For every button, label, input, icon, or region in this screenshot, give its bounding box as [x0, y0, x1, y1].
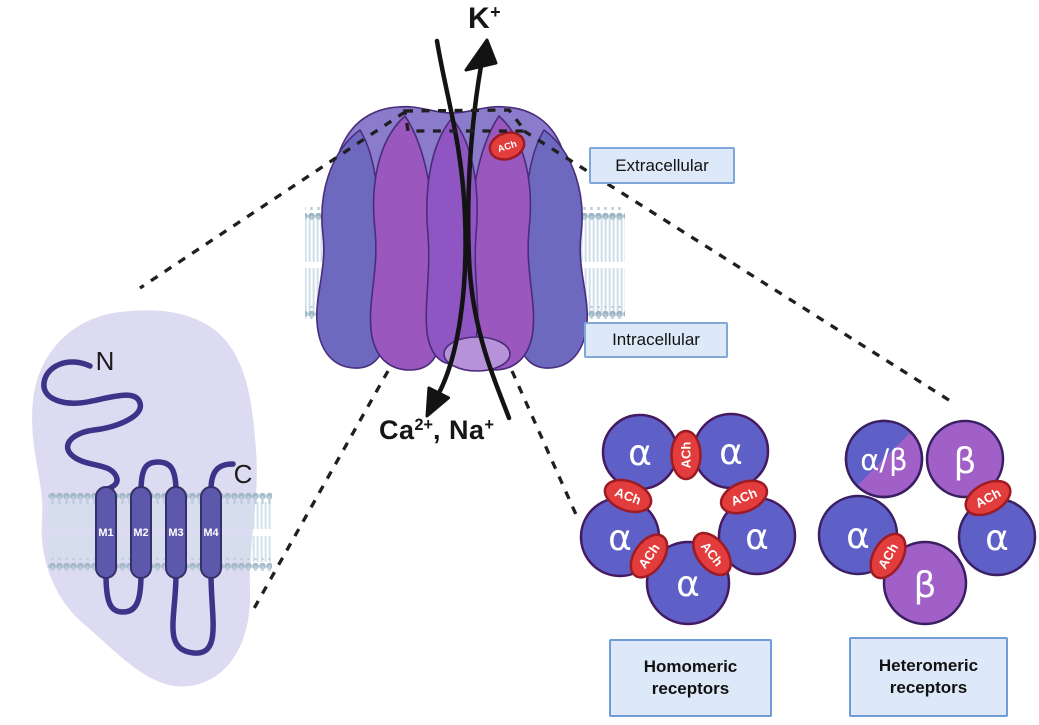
influx-ions-label: Ca2+, Na+: [379, 415, 494, 446]
homomeric-ach-site: ACh: [629, 533, 669, 579]
sodium-calcium-influx-arrow: [434, 38, 468, 396]
extracellular-text: Extracellular: [615, 155, 709, 175]
heteromeric-beta-top-right: [925, 419, 1005, 499]
heteromeric-receptor: α/β β α α β ACh ACh: [817, 419, 1037, 626]
ach-site-label: ACh: [679, 442, 694, 469]
homomeric-subunit-label: α: [628, 433, 652, 474]
n-terminal-chain: [41, 359, 144, 493]
ion-flow-arrows: [425, 38, 512, 421]
intracellular-label: Intracellular: [584, 322, 728, 358]
potassium-symbol: K: [468, 2, 491, 35]
homomeric-caption-line2: receptors: [651, 679, 730, 698]
homomeric-ach-site: ACh: [603, 478, 653, 514]
calcium-charge: 2+: [414, 416, 433, 435]
heteromeric-ach-site: ACh: [964, 479, 1012, 517]
m2-m3-loop: [138, 459, 179, 495]
ion-separator: ,: [432, 415, 449, 445]
segment-label-m2: M2: [133, 527, 148, 539]
homomeric-ach-site: ACh: [670, 429, 702, 481]
heteromeric-subunit-label: β: [914, 565, 937, 606]
segment-label-m3: M3: [168, 527, 183, 539]
heteromeric-beta-bottom: [882, 540, 968, 626]
heteromeric-subunit-label: α/β: [860, 443, 907, 477]
heteromeric-subunit-label: α: [985, 518, 1009, 559]
homomeric-receptor: α α α α α ACh ACh ACh ACh AC: [579, 412, 797, 626]
homomeric-subunit-label: α: [719, 432, 743, 473]
segment-label-m4: M4: [203, 527, 219, 539]
homomeric-subunit-label: α: [608, 518, 632, 559]
sodium-symbol: Na: [449, 415, 485, 445]
homomeric-subunit-label: α: [676, 564, 700, 605]
zoom-region-outline: [403, 108, 529, 133]
receptor-ach-ligand: ACh: [488, 131, 526, 161]
heteromeric-subunit-label: α: [846, 516, 870, 557]
c-terminal-chain: [208, 461, 236, 493]
zoom-line-to-homomeric: [510, 370, 580, 520]
heteromeric-caption-line2: receptors: [889, 678, 968, 697]
heteromeric-ach-site: ACh: [869, 532, 907, 580]
influx-arrowhead: [425, 386, 450, 418]
zoom-line-to-subunit-top: [139, 110, 406, 290]
nachr-channel: [315, 105, 589, 372]
n-terminus-label: N: [96, 346, 115, 376]
subunit-topology-panel: M1 M2 M3 M4 N C: [32, 310, 272, 687]
segment-label-m1: M1: [98, 527, 113, 539]
potassium-charge: +: [490, 2, 501, 23]
heteromeric-alphabeta-outline: [844, 419, 924, 499]
heteromeric-alphabeta-blue-half: [845, 420, 911, 486]
transmembrane-segments: M1 M2 M3 M4: [95, 486, 222, 579]
potassium-efflux-arrow: [465, 63, 512, 421]
homomeric-caption: Homomeric receptors: [609, 639, 772, 717]
m3-m4-intracellular-loop: [170, 571, 216, 656]
homomeric-ach-site: ACh: [692, 531, 732, 577]
potassium-ion-label: K+: [468, 2, 501, 36]
heteromeric-caption: Heteromeric receptors: [849, 637, 1008, 717]
homomeric-caption-line1: Homomeric: [643, 656, 738, 676]
homomeric-ach-site: ACh: [719, 479, 769, 515]
receptor-bottom-lobe: [443, 336, 511, 372]
heteromeric-subunit-label: β: [954, 441, 977, 482]
intracellular-text: Intracellular: [612, 330, 700, 349]
efflux-arrowhead: [464, 38, 498, 72]
zoom-line-to-subunit-bottom: [250, 370, 390, 613]
calcium-symbol: Ca: [379, 415, 415, 445]
homomeric-subunit-label: α: [745, 517, 769, 558]
sodium-charge: +: [484, 416, 494, 435]
heteromeric-caption-line1: Heteromeric: [878, 655, 979, 675]
extracellular-label: Extracellular: [589, 147, 735, 184]
c-terminus-label: C: [234, 459, 253, 489]
m1-m2-loop: [103, 571, 144, 615]
